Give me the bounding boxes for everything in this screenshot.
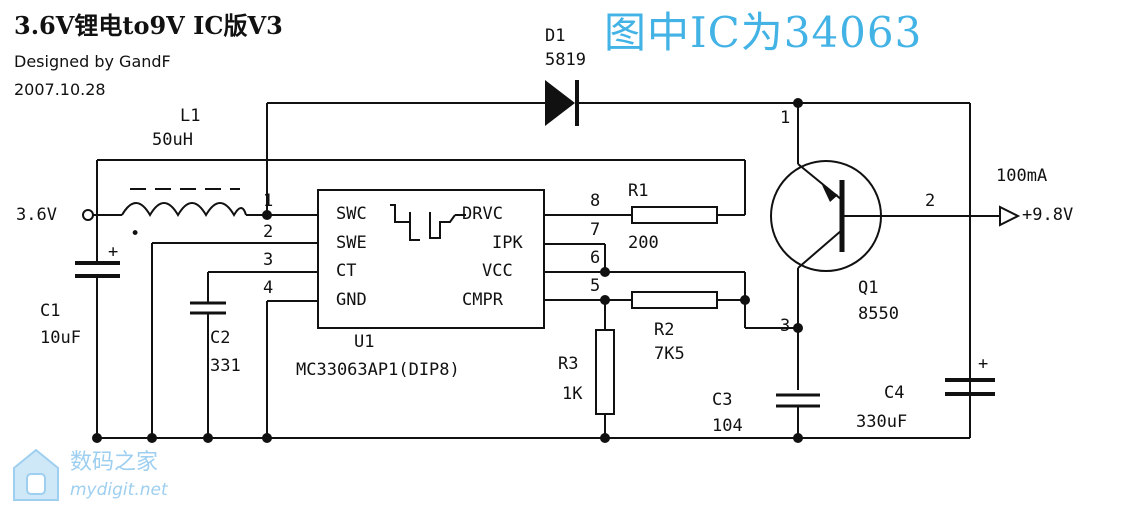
- d1-diode: [545, 80, 575, 126]
- l1-coil: [121, 202, 247, 217]
- q1-ref: Q1: [858, 278, 879, 298]
- l1-dot: •: [130, 224, 141, 244]
- q1-pin3: 3: [780, 316, 791, 336]
- input-terminal: [82, 209, 94, 221]
- pin-name-gnd: GND: [336, 290, 367, 310]
- output-arrow: [999, 205, 1021, 227]
- pin-num-6: 6: [590, 248, 601, 268]
- r2-ref: R2: [654, 320, 675, 340]
- r1-body: [631, 206, 718, 224]
- pin-name-ct: CT: [336, 261, 357, 281]
- c1-plus: +: [108, 242, 119, 262]
- pin-name-cmpr: CMPR: [462, 290, 503, 310]
- diagram-title: 3.6V锂电to9V IC版V3: [14, 11, 283, 40]
- pin-name-vcc: VCC: [482, 261, 513, 281]
- input-label: 3.6V: [16, 205, 57, 225]
- u1-ref: U1: [354, 332, 375, 352]
- pin-num-2: 2: [263, 222, 274, 242]
- q1-pin1: 1: [780, 108, 791, 128]
- junction-dot: [793, 433, 803, 443]
- pin-name-swe: SWE: [336, 233, 367, 253]
- pin-name-ipk: IPK: [492, 233, 523, 253]
- junction-dot: [147, 433, 157, 443]
- l1-ref: L1: [180, 106, 201, 126]
- q1-value: 8550: [858, 304, 899, 324]
- r1-ref: R1: [628, 181, 649, 201]
- output-label: +9.8V: [1022, 205, 1074, 225]
- pin-name-drvc: DRVC: [462, 204, 503, 224]
- r2-body: [631, 291, 718, 309]
- c2-value: 331: [210, 356, 241, 376]
- r1-value: 200: [628, 233, 659, 253]
- l1-value: 50uH: [152, 130, 193, 150]
- c2-ref: C2: [210, 328, 231, 348]
- q1-arrow: [822, 185, 838, 202]
- ic-internal-left: [390, 204, 410, 223]
- designer-credit: Designed by GandF: [14, 52, 171, 71]
- c4-value: 330uF: [856, 412, 908, 432]
- pin-num-3: 3: [263, 250, 274, 270]
- r3-ref: R3: [558, 354, 579, 374]
- d1-ref: D1: [545, 26, 566, 46]
- junction-dot: [600, 433, 610, 443]
- c3-ref: C3: [712, 390, 733, 410]
- ic-internal-right: [429, 212, 456, 239]
- pin-num-7: 7: [590, 220, 601, 240]
- d1-value: 5819: [545, 50, 586, 70]
- pin-num-4: 4: [263, 278, 274, 298]
- c1-value: 10uF: [40, 328, 81, 348]
- pin-num-5: 5: [590, 276, 601, 296]
- c3-value: 104: [712, 416, 743, 436]
- ic-u1-body: [317, 189, 545, 329]
- design-date: 2007.10.28: [14, 80, 106, 99]
- junction-dot: [600, 267, 610, 277]
- junction-dot: [793, 323, 803, 333]
- ic-internal-mid: [409, 212, 420, 241]
- output-current: 100mA: [996, 166, 1048, 186]
- q1-pin2: 2: [925, 191, 936, 211]
- r2-value: 7K5: [654, 344, 685, 364]
- junction-dot: [600, 295, 610, 305]
- r3-body: [595, 329, 615, 415]
- c1-ref: C1: [40, 301, 61, 321]
- pin-num-8: 8: [590, 191, 601, 211]
- junction-dot: [262, 433, 272, 443]
- r3-value: 1K: [562, 384, 583, 404]
- c4-plus: +: [978, 354, 989, 374]
- junction-dot: [92, 433, 102, 443]
- house-logo-icon: [13, 448, 59, 501]
- watermark-site-cn: 数码之家: [70, 450, 159, 475]
- junction-dot: [262, 210, 272, 220]
- ic-banner: 图中IC为34063: [604, 8, 923, 57]
- junction-dot: [793, 98, 803, 108]
- watermark-site-url: mydigit.net: [70, 480, 168, 500]
- q1-emitter-diag: [797, 229, 843, 269]
- u1-value: MC33063AP1(DIP8): [296, 360, 460, 380]
- junction-dot: [203, 433, 213, 443]
- junction-dot: [740, 295, 750, 305]
- c4-ref: C4: [884, 383, 905, 403]
- pin-name-swc: SWC: [336, 204, 367, 224]
- pin-num-1: 1: [263, 191, 274, 211]
